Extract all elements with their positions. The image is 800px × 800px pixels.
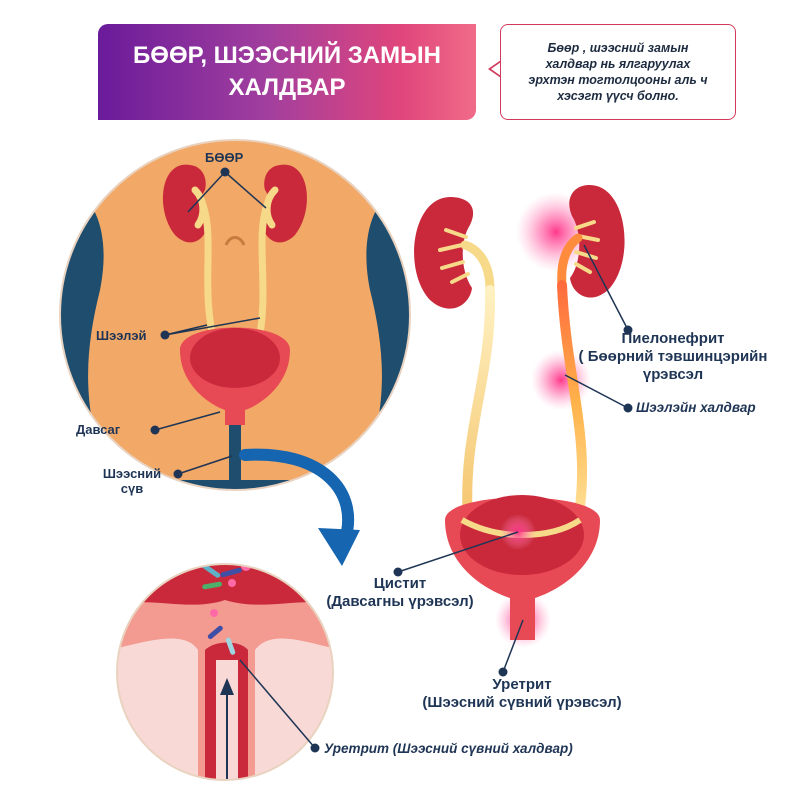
label-urethritis-line1: Уретрит [492, 676, 552, 693]
label-urethritis: Уретрит (Шээсний сүвний үрэвсэл) [400, 676, 644, 712]
body-circle-border [59, 139, 411, 491]
body-pointer-dots [150, 167, 230, 479]
note-box: Бөөр , шээсний замын халдвар нь ялгаруул… [500, 24, 736, 120]
zoom-pointer [239, 659, 320, 753]
note-tail-inner [491, 62, 501, 76]
label-cystitis-line1: Цистит [373, 575, 427, 592]
zoom-circle-border [116, 563, 334, 781]
label-urethra-line2: сүв [120, 481, 144, 496]
condition-pointer-lines [397, 244, 629, 673]
label-bladder: Давсаг [76, 422, 121, 437]
label-urethritis-line2: (Шээсний сүвний үрэвсэл) [422, 694, 622, 711]
body-circle [60, 140, 410, 490]
label-pyelonephritis: Пиелонефрит ( Бөөрний тэвшинцэрийн үрэвс… [566, 330, 780, 384]
title-banner: БӨӨР, ШЭЭСНИЙ ЗАМЫН ХАЛДВАР [98, 24, 476, 120]
label-urethra: Шээсний сүв [92, 466, 172, 496]
note-text: Бөөр , шээсний замын халдвар нь ялгаруул… [528, 41, 708, 103]
label-urethral-infection: Уретрит (Шээсний сүвний халдвар) [324, 741, 573, 756]
label-urethra-line1: Шээсний [102, 466, 162, 481]
zoom-arrow [239, 448, 360, 566]
label-pyelonephritis-line3: үрэвсэл [642, 366, 704, 383]
label-kidney: БӨӨР [205, 150, 244, 165]
label-cystitis: Цистит (Давсагны үрэвсэл) [300, 575, 500, 611]
label-cystitis-line2: (Давсагны үрэвсэл) [326, 593, 474, 610]
label-pyelonephritis-line1: Пиелонефрит [621, 330, 725, 347]
condition-pointer-dots [393, 325, 633, 677]
page-title: БӨӨР, ШЭЭСНИЙ ЗАМЫН ХАЛДВАР [133, 42, 441, 101]
body-pointer-lines [154, 171, 267, 475]
label-ureter-infection: Шээлэйн халдвар [636, 400, 756, 415]
label-ureter: Шээлэй [96, 328, 147, 343]
label-pyelonephritis-line2: ( Бөөрний тэвшинцэрийн [578, 348, 768, 365]
urinary-system-diagram [414, 184, 625, 648]
